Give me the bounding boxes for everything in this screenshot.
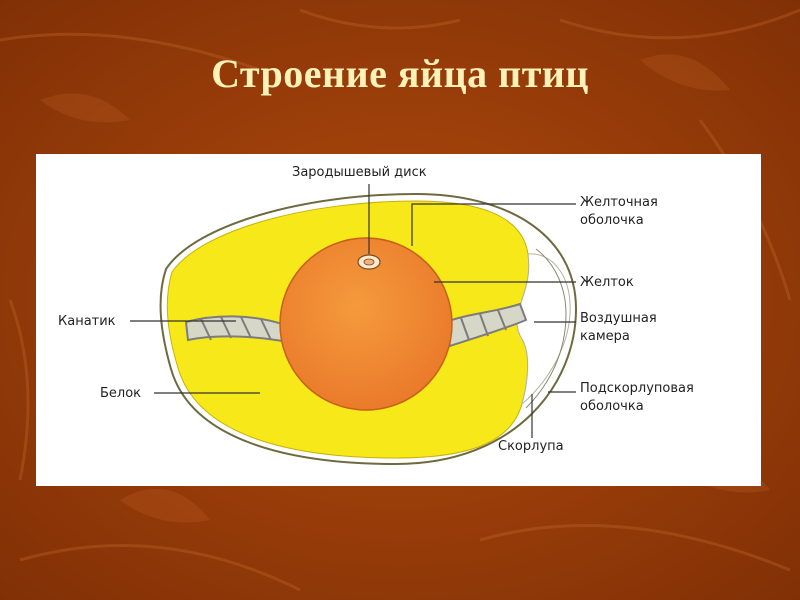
label-subshell-2: оболочка	[580, 399, 644, 414]
label-yolk: Желток	[580, 275, 634, 290]
egg-diagram: Зародышевый диск Желточная оболочка Желт…	[36, 154, 761, 486]
label-germinal-disc: Зародышевый диск	[292, 165, 427, 180]
label-subshell-1: Подскорлуповая	[580, 381, 694, 396]
label-air-chamber-2: камера	[580, 329, 630, 344]
page-title: Строение яйца птиц	[211, 51, 589, 96]
leader-yolk-membrane	[411, 203, 576, 246]
label-chalaza: Канатик	[58, 314, 116, 329]
label-albumen: Белок	[100, 386, 141, 401]
yolk	[279, 237, 453, 411]
shell-outline	[159, 192, 578, 466]
label-shell: Скорлупа	[498, 439, 564, 454]
label-air-chamber-1: Воздушная	[580, 311, 657, 326]
egg-illustration: Зародышевый диск Желточная оболочка Желт…	[58, 165, 694, 466]
label-yolk-membrane-1: Желточная	[580, 195, 658, 210]
chalaza-right	[444, 302, 528, 348]
subshell-membrane	[525, 248, 567, 409]
label-yolk-membrane-2: оболочка	[580, 213, 644, 228]
